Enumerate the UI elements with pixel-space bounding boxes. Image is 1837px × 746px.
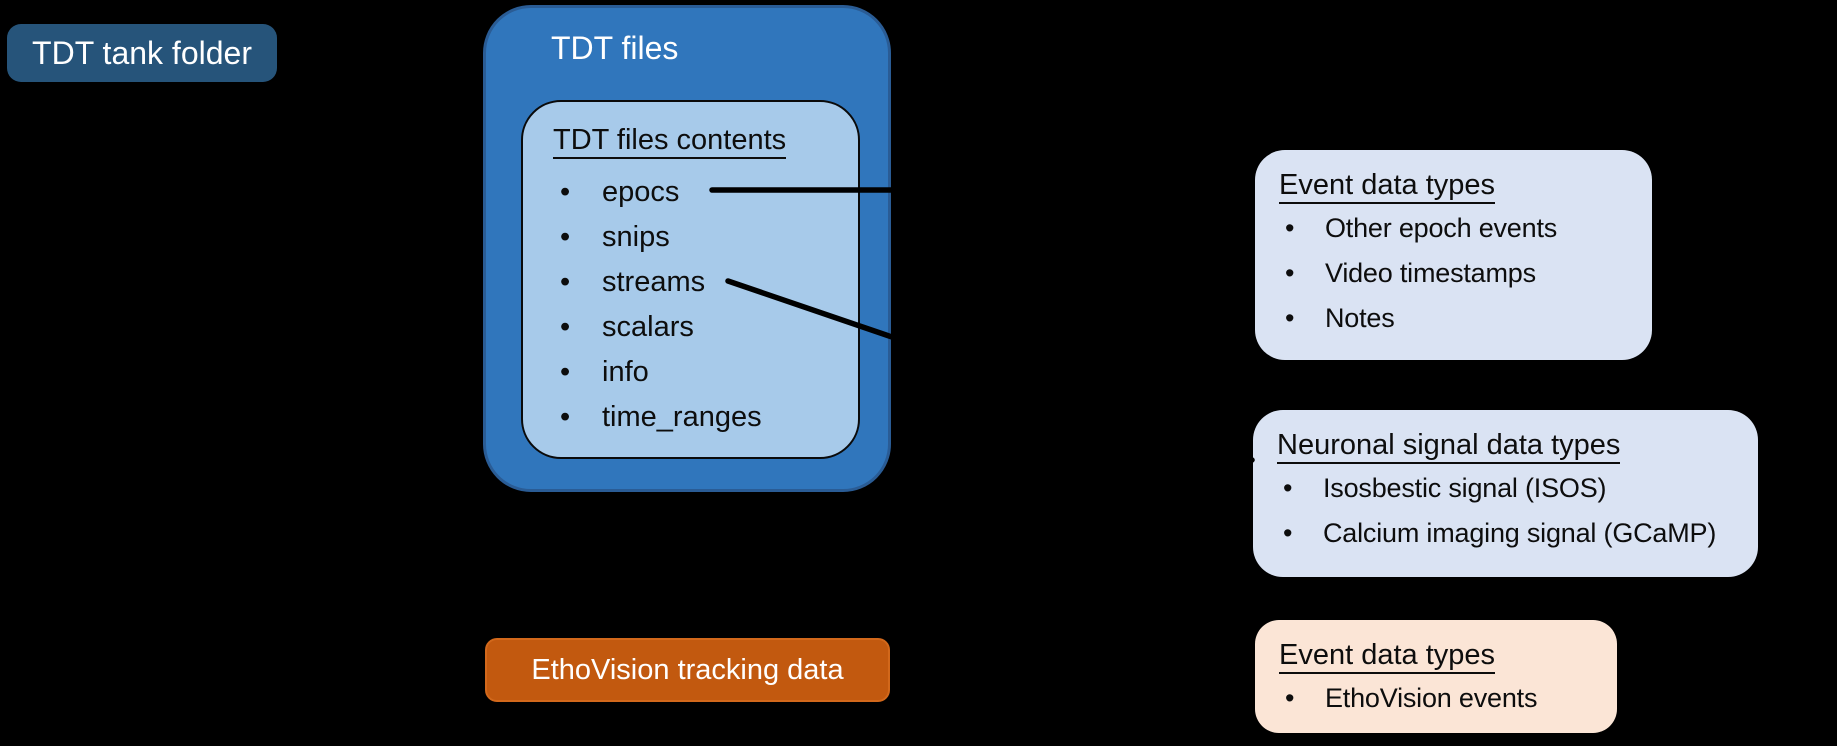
list-item-scalars: scalars — [553, 305, 848, 350]
ethovision-tracking-data-label: EthoVision tracking data — [531, 653, 844, 686]
event-data-types-tdt-list: Other epoch events Video timestamps Note… — [1279, 206, 1638, 341]
list-item-isosbestic-signal: Isosbestic signal (ISOS) — [1277, 466, 1744, 511]
tdt-tank-folder-label: TDT tank folder — [32, 34, 252, 71]
event-data-types-ethovision-title: Event data types — [1279, 634, 1603, 676]
list-item-other-epoch-events: Other epoch events — [1279, 206, 1638, 251]
tdt-files-contents-title: TDT files contents — [553, 116, 848, 164]
tdt-files-box: TDT files TDT files contents epocs snips… — [483, 5, 891, 492]
event-data-types-tdt-title: Event data types — [1279, 164, 1638, 206]
ethovision-events-list: EthoVision events — [1279, 676, 1603, 721]
neuronal-signal-data-types-box: Neuronal signal data types Isosbestic si… — [1253, 410, 1758, 577]
list-item-snips: snips — [553, 215, 848, 260]
event-data-types-ethovision-box: Event data types EthoVision events — [1255, 620, 1617, 733]
list-item-info: info — [553, 350, 848, 395]
neuronal-signal-list: Isosbestic signal (ISOS) Calcium imaging… — [1277, 466, 1744, 556]
list-item-notes: Notes — [1279, 296, 1638, 341]
list-item-epocs: epocs — [553, 170, 848, 215]
list-item-ethovision-events: EthoVision events — [1279, 676, 1603, 721]
tdt-files-title: TDT files — [551, 30, 679, 66]
list-item-calcium-signal: Calcium imaging signal (GCaMP) — [1277, 511, 1744, 556]
tdt-files-contents-box: TDT files contents epocs snips streams s… — [521, 100, 860, 459]
tdt-files-contents-list: epocs snips streams scalars info time_ra… — [553, 170, 848, 440]
list-item-streams: streams — [553, 260, 848, 305]
ethovision-tracking-data-box: EthoVision tracking data — [485, 638, 890, 702]
list-item-video-timestamps: Video timestamps — [1279, 251, 1638, 296]
list-item-time-ranges: time_ranges — [553, 395, 848, 440]
tdt-tank-folder-box: TDT tank folder — [7, 24, 277, 82]
event-data-types-tdt-box: Event data types Other epoch events Vide… — [1255, 150, 1652, 360]
neuronal-signal-data-types-title: Neuronal signal data types — [1277, 424, 1744, 466]
